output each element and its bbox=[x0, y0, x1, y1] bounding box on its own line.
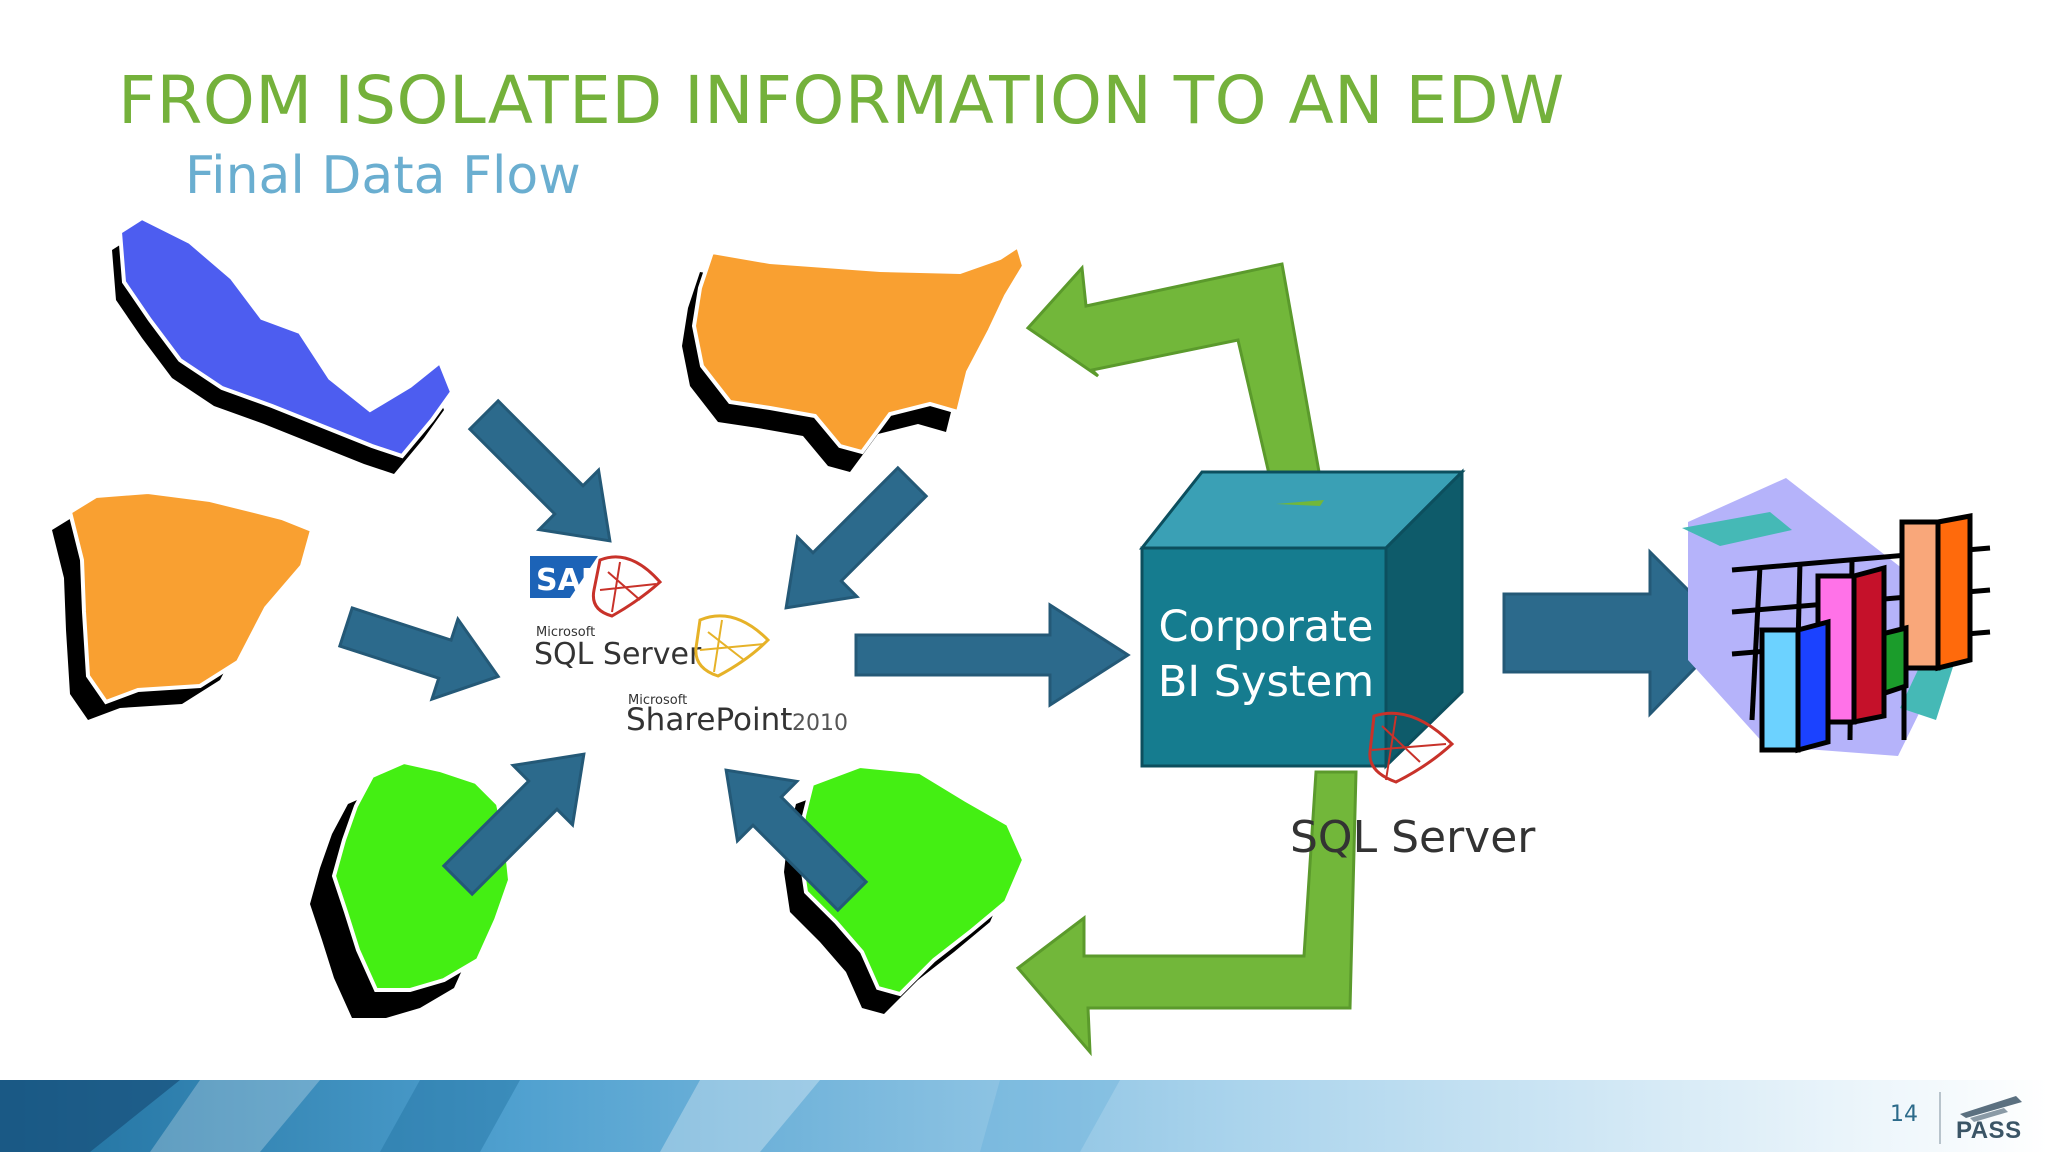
mexico-map bbox=[112, 215, 455, 474]
sharepoint-text: SharePoint bbox=[626, 702, 792, 738]
arrow-usa-to-sources bbox=[784, 465, 929, 610]
arrow-sources-to-bi bbox=[854, 602, 1131, 708]
bi-system-label-line1: Corporate bbox=[1158, 602, 1374, 652]
sap-logo-text: SAP bbox=[536, 563, 603, 598]
sap-logo: SAP bbox=[530, 556, 603, 598]
sharepoint-brand: Microsoft bbox=[628, 693, 687, 708]
sql-server-bi-text: SQL Server bbox=[1290, 812, 1536, 863]
footer-banner bbox=[0, 1080, 2048, 1152]
slide-title: FROM ISOLATED INFORMATION TO AN EDW bbox=[118, 62, 1565, 139]
sql-server-text: SQL Server bbox=[534, 637, 702, 672]
sharepoint-logo: Microsoft SharePoint 2010 bbox=[626, 614, 848, 738]
report-chart-icon bbox=[1682, 478, 1991, 756]
usa-map bbox=[682, 242, 1027, 472]
sql-server-logo: Microsoft SQL Server bbox=[534, 555, 702, 672]
sql-server-brand: Microsoft bbox=[536, 625, 595, 640]
pass-logo-text: PASS bbox=[1956, 1117, 2022, 1144]
sql-server-bi-logo: SQL Server bbox=[1290, 711, 1536, 863]
bi-system-cube bbox=[1138, 468, 1466, 770]
green-arrow-bi-to-brazil bbox=[1015, 770, 1358, 1057]
bi-system-label: Corporate BI System bbox=[1142, 600, 1390, 710]
green-arrow-bi-to-usa bbox=[1025, 262, 1326, 506]
slide-subtitle: Final Data Flow bbox=[185, 146, 581, 206]
spain-map bbox=[52, 489, 315, 720]
germany-map bbox=[310, 759, 513, 1018]
arrow-bi-to-reports bbox=[1502, 548, 1733, 718]
arrow-germany-to-sources bbox=[441, 752, 586, 897]
arrow-mexico-to-sources bbox=[467, 398, 612, 543]
bi-system-label-line2: BI System bbox=[1157, 657, 1375, 707]
brazil-map bbox=[784, 763, 1027, 1014]
pass-logo-icon bbox=[1960, 1096, 2022, 1122]
arrow-spain-to-sources bbox=[337, 606, 501, 702]
sharepoint-version: 2010 bbox=[792, 711, 848, 736]
arrow-brazil-to-sources bbox=[724, 768, 869, 913]
page-number: 14 bbox=[1890, 1102, 1918, 1127]
